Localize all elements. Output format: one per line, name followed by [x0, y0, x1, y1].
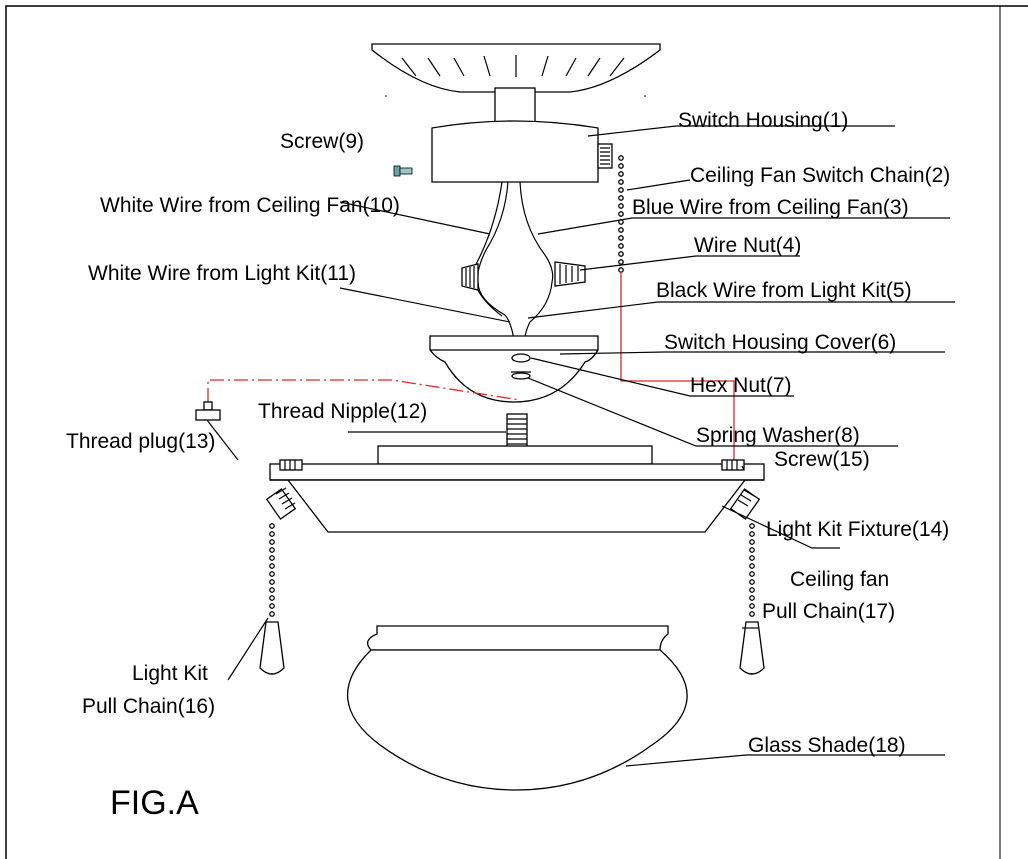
label-black-wire-light: Black Wire from Light Kit(5) — [656, 279, 912, 302]
label-fan-pull-chain-2: Pull Chain(17) — [762, 600, 895, 623]
label-hex-nut: Hex Nut(7) — [690, 374, 792, 397]
label-screw-15: Screw(15) — [774, 448, 870, 471]
light-kit-pull-chain — [259, 487, 297, 675]
label-white-wire-fan: White Wire from Ceiling Fan(10) — [100, 194, 400, 217]
label-spring-washer: Spring Washer(8) — [696, 424, 860, 447]
label-white-wire-light: White Wire from Light Kit(11) — [88, 262, 356, 285]
wire-nut-left — [461, 263, 479, 291]
thread-plug — [195, 401, 221, 421]
label-glass-shade: Glass Shade(18) — [748, 734, 906, 757]
ceiling-canopy — [371, 43, 661, 97]
screw-15-left — [279, 459, 303, 471]
label-screw-9: Screw(9) — [280, 130, 364, 153]
label-wire-nut: Wire Nut(4) — [694, 234, 801, 257]
label-thread-nipple: Thread Nipple(12) — [258, 400, 427, 423]
label-light-kit-fixture: Light Kit Fixture(14) — [766, 518, 949, 541]
fan-switch-chain — [618, 155, 624, 300]
switch-housing — [431, 120, 613, 183]
downrod — [494, 87, 536, 125]
fan-pull-chain — [729, 488, 765, 675]
wire-nut-right — [554, 261, 586, 287]
label-fan-pull-chain-1: Ceiling fan — [790, 568, 889, 591]
diagram-frame — [5, 5, 1028, 859]
label-blue-wire-fan: Blue Wire from Ceiling Fan(3) — [632, 196, 909, 219]
glass-shade — [347, 625, 688, 791]
label-switch-housing: Switch Housing(1) — [678, 109, 848, 132]
leader-lines — [206, 125, 955, 767]
screw-9 — [393, 165, 413, 177]
screw-15-right — [721, 459, 745, 471]
label-light-pull-chain-2: Pull Chain(16) — [82, 695, 215, 718]
switch-housing-cover — [429, 335, 599, 403]
label-switch-housing-cover: Switch Housing Cover(6) — [664, 331, 896, 354]
label-fan-switch-chain: Ceiling Fan Switch Chain(2) — [690, 164, 950, 187]
thread-nipple — [506, 413, 528, 451]
figure-label: FIG.A — [110, 784, 199, 822]
light-kit-fixture — [269, 445, 765, 533]
label-light-pull-chain-1: Light Kit — [132, 662, 208, 685]
label-thread-plug: Thread plug(13) — [66, 430, 215, 453]
